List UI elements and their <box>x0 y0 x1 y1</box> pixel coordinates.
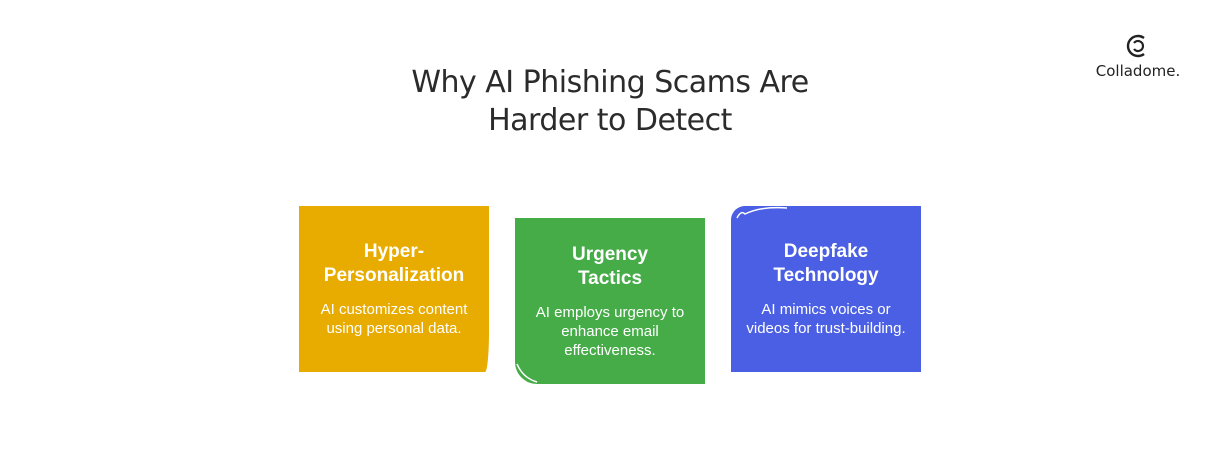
card-title-line: Personalization <box>323 265 465 286</box>
title-line-1: Why AI Phishing Scams Are <box>411 65 809 100</box>
title-line-2: Harder to Detect <box>488 103 732 138</box>
colladome-logo: Colladome. <box>1088 32 1188 80</box>
logo-text: Colladome. <box>1095 62 1181 80</box>
card-title-line: Urgency <box>571 243 649 265</box>
card-text: AI mimics voices or videos for trust-bui… <box>746 301 906 337</box>
card-title: Hyper- Personalization <box>324 240 464 288</box>
card-text: AI employs urgency to enhance email effe… <box>535 303 685 359</box>
card-title-line: Technology <box>773 265 879 286</box>
card-title-line: Deepfake <box>783 241 869 262</box>
logo-icon <box>1126 34 1145 58</box>
card-text: AI customizes content using personal dat… <box>320 301 468 337</box>
page-title: Why AI Phishing Scams Are Harder to Dete… <box>360 64 860 140</box>
card-title-line: Hyper- <box>363 241 425 262</box>
card-hyper-personalization: Hyper- Personalization AI customizes cont… <box>299 206 489 372</box>
card-title-line: Tactics <box>577 267 643 289</box>
